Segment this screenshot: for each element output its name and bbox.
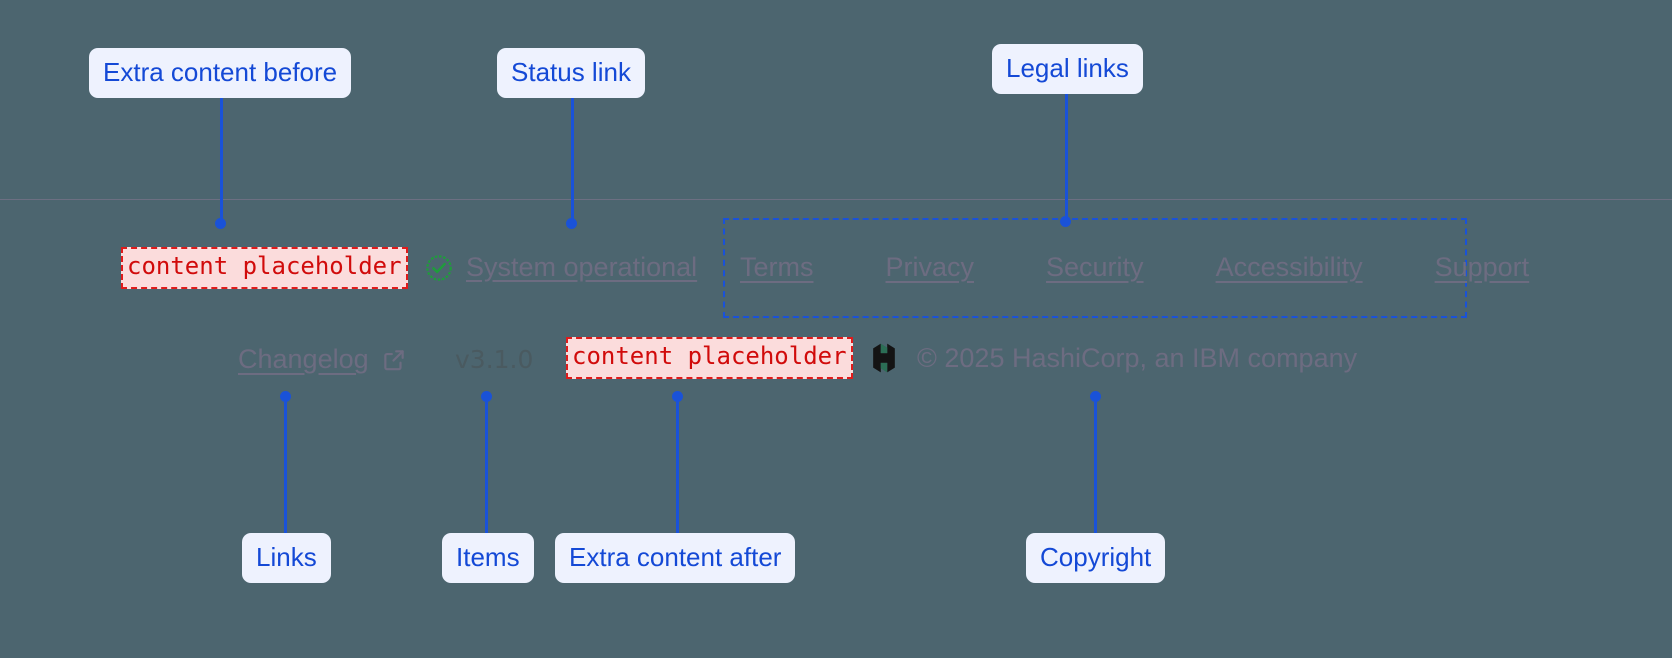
leader-dot-extra-before: [215, 218, 226, 229]
copyright-text: © 2025 HashiCorp, an IBM company: [917, 342, 1358, 373]
annotation-links: Links: [242, 533, 331, 583]
changelog-link[interactable]: Changelog: [238, 344, 407, 375]
legal-link-terms[interactable]: Terms: [740, 252, 814, 282]
leader-copyright: [1094, 396, 1097, 534]
copyright: © 2025 HashiCorp, an IBM company: [869, 342, 1357, 374]
external-link-icon: [381, 347, 407, 373]
legal-links-list: Terms Privacy Security Accessibility Sup…: [740, 252, 1529, 283]
status-link-label: System operational: [466, 252, 698, 282]
legal-link-accessibility[interactable]: Accessibility: [1215, 252, 1363, 282]
leader-dot-legal-links: [1060, 216, 1071, 227]
status-link[interactable]: System operational: [425, 252, 697, 283]
leader-links: [284, 396, 287, 534]
leader-extra-before: [220, 90, 223, 222]
leader-dot-status-link: [566, 218, 577, 229]
extra-content-after-placeholder: content placeholder: [566, 337, 853, 379]
annotation-copyright: Copyright: [1026, 533, 1166, 583]
legal-links-highlight-box: [723, 218, 1467, 318]
annotation-items: Items: [442, 533, 534, 583]
hashicorp-logo: [869, 342, 899, 374]
leader-status-link: [571, 90, 574, 222]
annotation-status-link: Status link: [497, 48, 645, 98]
legal-link-support[interactable]: Support: [1434, 252, 1530, 282]
leader-legal-links: [1065, 86, 1068, 222]
annotation-legal-links: Legal links: [992, 44, 1143, 94]
version-label: v3.1.0: [455, 345, 534, 374]
leader-items: [485, 396, 488, 534]
leader-extra-after: [676, 396, 679, 534]
legal-link-privacy[interactable]: Privacy: [885, 252, 975, 282]
legal-link-security[interactable]: Security: [1046, 252, 1144, 282]
changelog-label: Changelog: [238, 344, 369, 374]
extra-content-before-placeholder: content placeholder: [121, 247, 408, 289]
check-circle-icon: [425, 254, 453, 282]
footer-top-divider: [0, 199, 1672, 200]
annotation-extra-content-after: Extra content after: [555, 533, 796, 583]
annotation-extra-content-before: Extra content before: [89, 48, 352, 98]
